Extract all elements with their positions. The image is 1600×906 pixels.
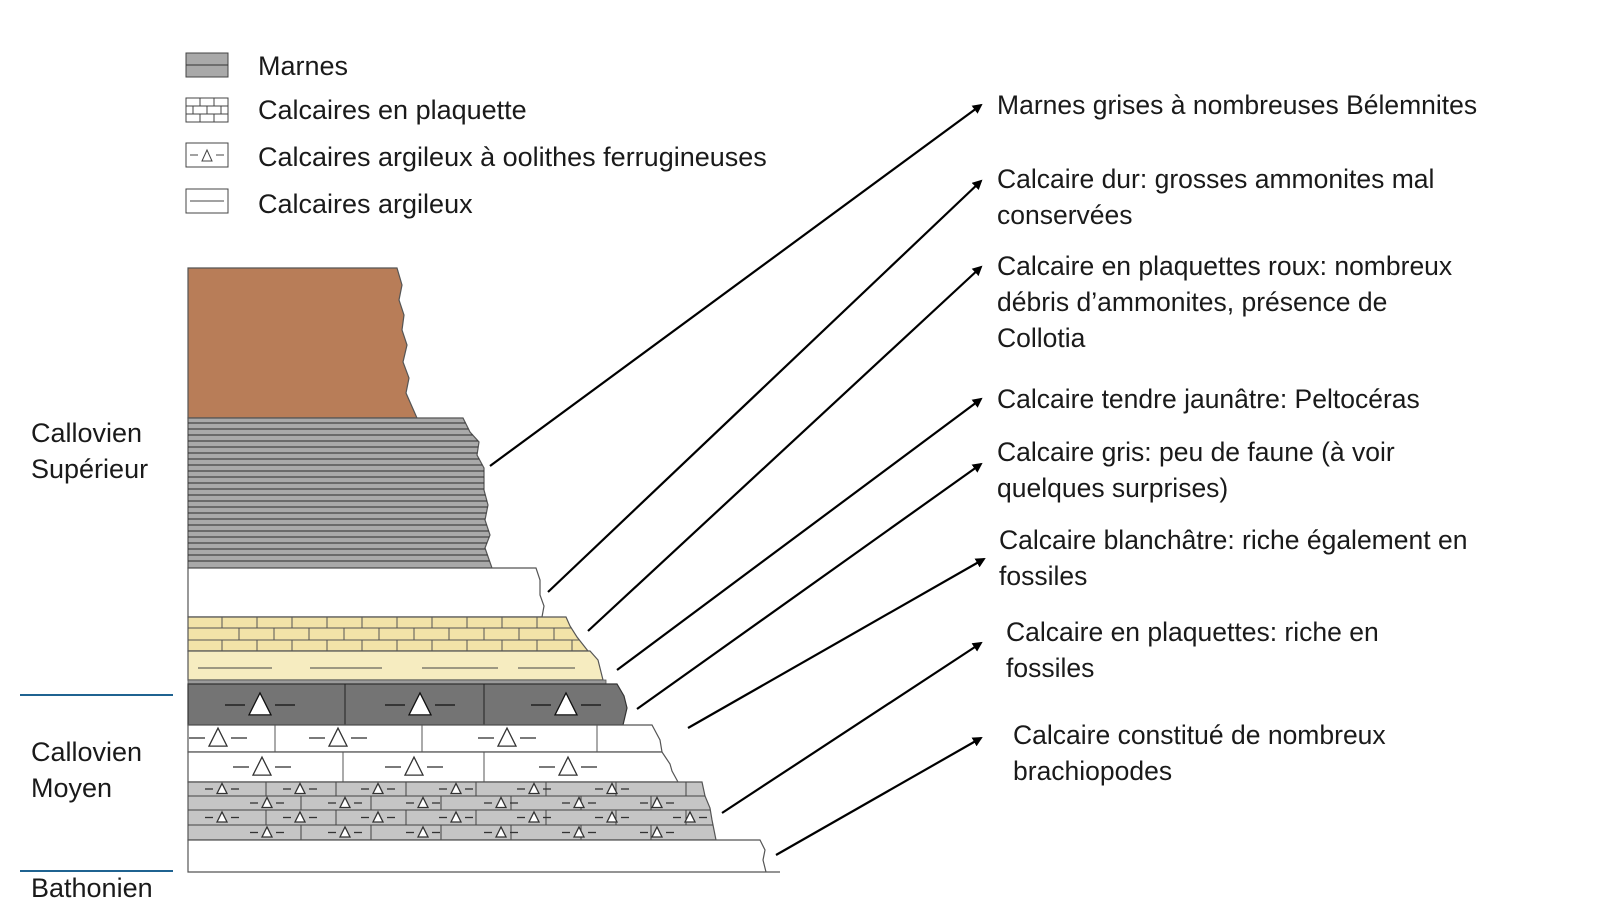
layer-calcaire-plaquettes-roux	[187, 616, 590, 652]
layer-calcaire-blanchatre	[187, 724, 680, 783]
layer-calcaire-gris	[187, 683, 628, 726]
legend-swatch-argileux	[185, 188, 229, 214]
description-calcaire-tendre: Calcaire tendre jaunâtre: Peltocéras	[997, 384, 1420, 414]
description-calcaire-dur: Calcaire dur: grosses ammonites mal cons…	[997, 164, 1435, 230]
legend-swatch-calcaire-plaquette	[185, 97, 229, 123]
legend-label-argileux: Calcaires argileux	[258, 189, 473, 219]
arrow-brachiopodes	[775, 737, 983, 856]
description-marnes-grises: Marnes grises à nombreuses Bélemnites	[997, 90, 1478, 120]
description-brachiopodes: Calcaire constitué de nombreux brachiopo…	[1013, 720, 1386, 786]
description-calcaire-plaquettes-roux: Calcaire en plaquettes roux: nombreux dé…	[997, 251, 1453, 353]
column-layers	[187, 267, 780, 873]
description-calcaire-gris: Calcaire gris: peu de faune (à voir quel…	[997, 437, 1395, 503]
layer-top-orange	[187, 267, 418, 419]
arrow-calcaire-dur	[547, 179, 983, 593]
legend-label-calcaire-plaquette: Calcaires en plaquette	[258, 95, 527, 125]
layer-marnes-grises	[187, 417, 493, 569]
layer-calcaire-tendre-jaunatre	[187, 650, 604, 681]
legend-swatch-oolithes	[185, 142, 229, 168]
arrow-marnes-grises	[489, 103, 983, 467]
description-calcaire-blanchatre: Calcaire blanchâtre: riche également en …	[999, 525, 1468, 591]
layer-brachiopodes	[187, 839, 780, 873]
layer-calcaire-plaquettes-fossiles	[187, 781, 717, 841]
arrow-calcaire-plaquettes-roux	[587, 265, 983, 632]
legend-label-oolithes: Calcaires argileux à oolithes ferrugineu…	[258, 142, 767, 172]
arrow-calcaire-gris	[636, 462, 983, 710]
stage-label-callovien-superieur: Callovien Supérieur	[31, 418, 149, 484]
arrow-calcaire-tendre	[616, 397, 983, 671]
leader-arrows	[489, 103, 986, 856]
layer-calcaire-dur	[187, 567, 545, 618]
legend-swatch-marnes	[185, 52, 229, 78]
legend-label-marnes: Marnes	[258, 51, 349, 81]
stage-label-callovien-moyen: Callovien Moyen	[31, 737, 143, 803]
description-calcaire-plaquettes: Calcaire en plaquettes: riche en fossile…	[1006, 617, 1379, 683]
arrow-calcaire-blanchatre	[687, 558, 986, 729]
legend-swatches	[185, 52, 229, 214]
stage-label-bathonien: Bathonien	[31, 873, 153, 903]
arrow-calcaire-plaquettes	[721, 641, 983, 814]
